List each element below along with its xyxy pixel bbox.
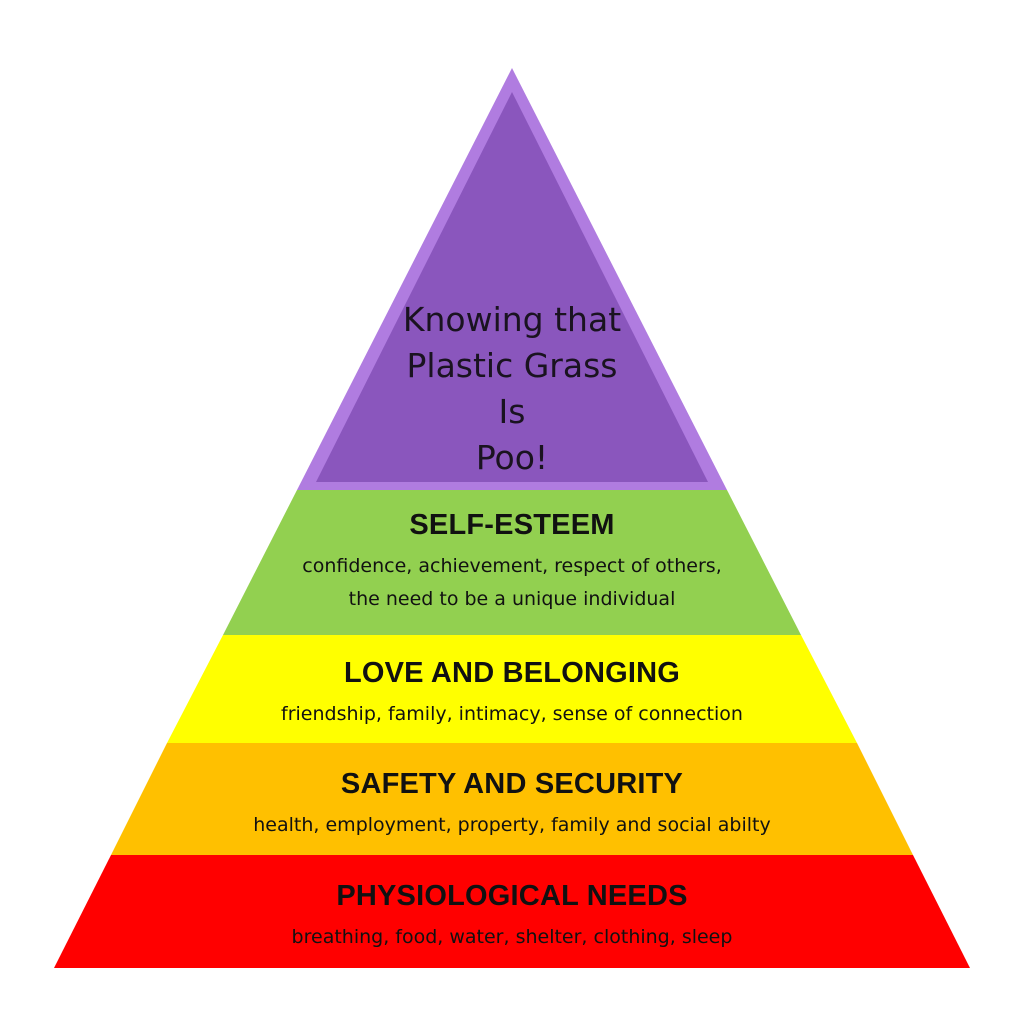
tier-love-title: LOVE AND BELONGING (343, 657, 681, 689)
tier-physiological-desc: breathing, food, water, shelter, clothin… (291, 926, 733, 948)
tier-physiological-title: PHYSIOLOGICAL NEEDS (336, 880, 688, 912)
tier-self-esteem-title: SELF-ESTEEM (409, 509, 615, 541)
tier-love-shape (167, 635, 857, 743)
apex-text-line: Knowing that (402, 300, 622, 339)
pyramid-apex-inner-shape (316, 92, 708, 482)
tier-physiological-shape (54, 855, 970, 968)
apex-text-line: Plastic Grass (406, 346, 618, 385)
tier-safety-title: SAFETY AND SECURITY (340, 768, 684, 800)
tier-self-esteem-desc: confidence, achievement, respect of othe… (302, 555, 722, 577)
apex-text-line: Poo! (475, 438, 549, 477)
tier-love-desc: friendship, family, intimacy, sense of c… (281, 703, 743, 725)
tier-safety-shape (111, 743, 913, 855)
apex-text-line: Is (498, 392, 526, 431)
tier-self-esteem-desc: the need to be a unique individual (348, 588, 676, 610)
tier-safety-desc: health, employment, property, family and… (253, 814, 771, 836)
tier-self-esteem-shape (223, 490, 801, 635)
